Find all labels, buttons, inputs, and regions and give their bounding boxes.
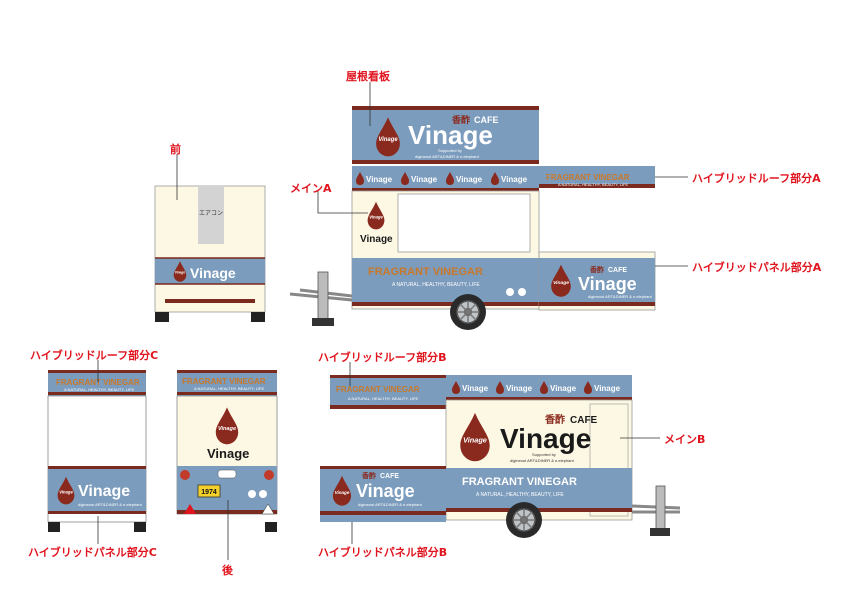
- svg-text:A NATURAL, HEALTHY, BEAUTY, LI: A NATURAL, HEALTHY, BEAUTY, LIFE: [392, 282, 480, 288]
- svg-text:Vinage: Vinage: [356, 481, 415, 501]
- svg-text:Vinage: Vinage: [78, 483, 130, 500]
- svg-text:A NATURAL, HEALTHY, BEAUTY, LI: A NATURAL, HEALTHY, BEAUTY, LIFE: [558, 182, 629, 187]
- svg-text:FRAGRANT VINEGAR: FRAGRANT VINEGAR: [368, 266, 483, 278]
- svg-text:香酢: 香酢: [361, 471, 376, 480]
- svg-text:digineout ART&DINER & n.elepha: digineout ART&DINER & n.elephant: [588, 294, 653, 299]
- svg-text:A NATURAL, HEALTHY, BEAUTY, LI: A NATURAL, HEALTHY, BEAUTY, LIFE: [194, 386, 265, 391]
- svg-text:Vinage: Vinage: [408, 120, 493, 150]
- svg-text:digineout ART&DINER & n.elepha: digineout ART&DINER & n.elephant: [358, 502, 423, 507]
- label-main-a: メインA: [290, 182, 332, 195]
- label-main-b: メインB: [664, 433, 706, 446]
- aircon-label: エアコン: [199, 210, 223, 217]
- svg-text:FRAGRANT VINEGAR: FRAGRANT VINEGAR: [182, 377, 266, 386]
- svg-text:CAFE: CAFE: [570, 415, 598, 426]
- side-view-a: 香酢 CAFE Vinage Supported by digineout AR…: [289, 106, 656, 331]
- license-plate: 1974: [201, 489, 217, 496]
- svg-text:A NATURAL, HEALTHY, BEAUTY, LI: A NATURAL, HEALTHY, BEAUTY, LIFE: [476, 492, 564, 498]
- rear-view: FRAGRANT VINEGAR A NATURAL, HEALTHY, BEA…: [176, 370, 278, 532]
- svg-text:Supported by: Supported by: [438, 148, 462, 153]
- svg-text:Vinage: Vinage: [578, 274, 637, 294]
- label-hybrid-roof-b: ハイブリッドルーフ部分B: [318, 351, 447, 364]
- leader-lines: [97, 82, 688, 560]
- label-roof-sign: 屋根看板: [346, 70, 390, 83]
- label-hybrid-panel-c: ハイブリッドパネル部分C: [28, 546, 157, 559]
- front-view: エアコン Vinage: [154, 185, 266, 322]
- label-hybrid-panel-b: ハイブリッドパネル部分B: [318, 546, 448, 559]
- roof-kanji: 香酢: [451, 114, 470, 125]
- svg-text:FRAGRANT VINEGAR: FRAGRANT VINEGAR: [336, 385, 420, 394]
- svg-text:香酢: 香酢: [545, 413, 565, 426]
- svg-text:digineout ART&DINER & n.elepha: digineout ART&DINER & n.elephant: [510, 458, 575, 463]
- label-rear: 後: [222, 564, 233, 577]
- aircon-unit: [198, 186, 224, 244]
- label-hybrid-roof-a: ハイブリッドルーフ部分A: [692, 172, 821, 185]
- svg-text:CAFE: CAFE: [474, 115, 499, 125]
- svg-text:CAFE: CAFE: [608, 267, 627, 274]
- label-hybrid-roof-c: ハイブリッドルーフ部分C: [30, 349, 159, 362]
- svg-text:A NATURAL, HEALTHY, BEAUTY, LI: A NATURAL, HEALTHY, BEAUTY, LIFE: [64, 387, 135, 392]
- side-view-b: FRAGRANT VINEGAR A NATURAL, HEALTHY, BEA…: [320, 375, 681, 539]
- svg-text:CAFE: CAFE: [380, 473, 399, 480]
- svg-text:Vinage: Vinage: [207, 446, 249, 461]
- svg-text:Supported by: Supported by: [532, 452, 556, 457]
- label-hybrid-panel-a: ハイブリッドパネル部分A: [692, 261, 822, 274]
- side-view-c: FRAGRANT VINEGAR A NATURAL, HEALTHY, BEA…: [47, 370, 147, 532]
- svg-text:A NATURAL, HEALTHY, BEAUTY, LI: A NATURAL, HEALTHY, BEAUTY, LIFE: [348, 396, 419, 401]
- svg-text:Vinage: Vinage: [190, 265, 236, 281]
- svg-text:FRAGRANT VINEGAR: FRAGRANT VINEGAR: [546, 173, 630, 182]
- svg-text:Vinage: Vinage: [360, 234, 393, 245]
- svg-text:香酢: 香酢: [589, 265, 604, 274]
- svg-text:digineout ART&DINER & n.elepha: digineout ART&DINER & n.elephant: [78, 502, 143, 507]
- label-front: 前: [170, 143, 181, 156]
- svg-text:FRAGRANT VINEGAR: FRAGRANT VINEGAR: [462, 476, 577, 488]
- svg-text:Vinage: Vinage: [500, 423, 591, 454]
- svg-text:FRAGRANT VINEGAR: FRAGRANT VINEGAR: [56, 378, 140, 387]
- svg-text:digineout ART&DINER & n.elepha: digineout ART&DINER & n.elephant: [415, 154, 480, 159]
